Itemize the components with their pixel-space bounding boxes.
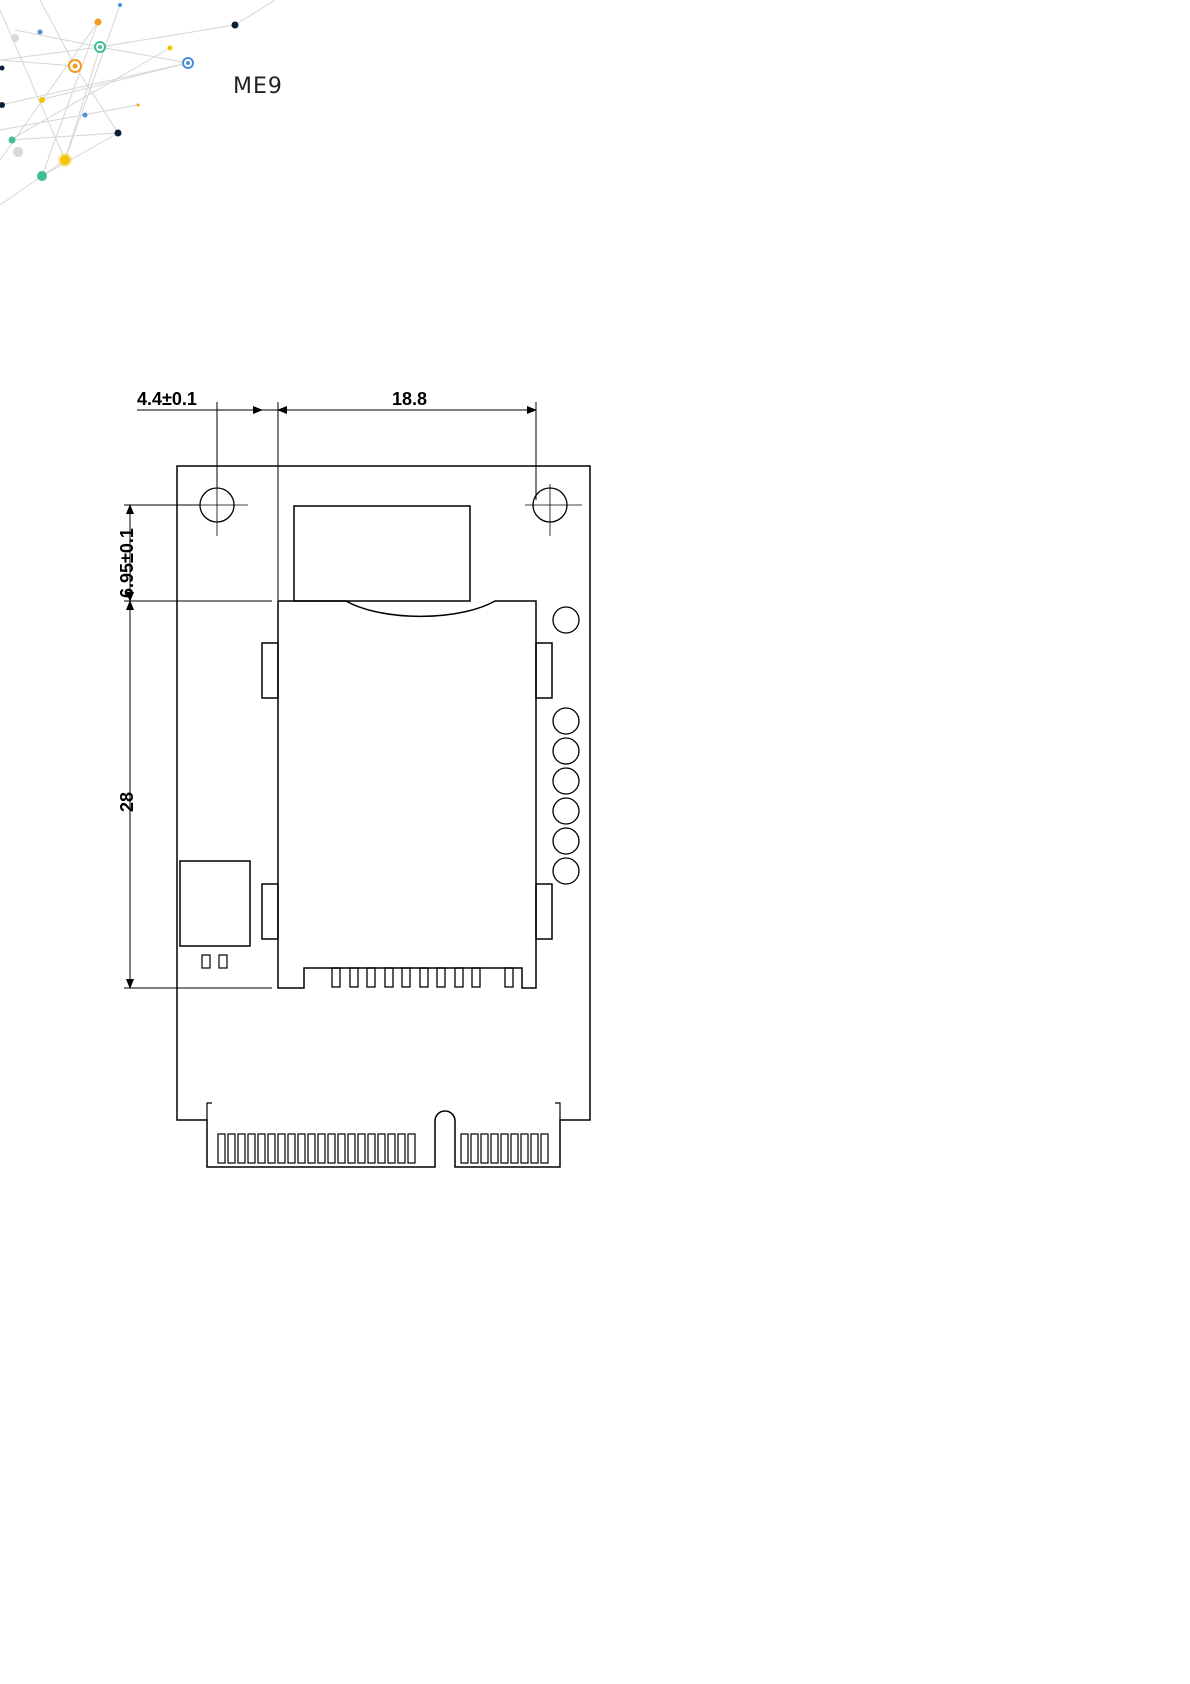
dim-hole-offset: 4.4±0.1 xyxy=(137,389,197,409)
card-socket xyxy=(262,601,552,988)
socket-pins xyxy=(332,968,513,987)
dim-hole-spacing: 18.8 xyxy=(392,389,427,409)
component-block xyxy=(180,861,250,946)
board-outline xyxy=(177,466,590,1167)
dim-hole-to-socket: 6.95±0.1 xyxy=(117,528,137,598)
mounting-hole-left xyxy=(193,484,248,536)
mounting-hole-right xyxy=(525,484,582,536)
dim-socket-length: 28 xyxy=(117,792,137,812)
test-pads xyxy=(553,607,579,884)
card-slot-top xyxy=(294,506,470,601)
small-component-1 xyxy=(202,955,210,968)
edge-connector-outline xyxy=(207,1103,560,1120)
small-component-2 xyxy=(219,955,227,968)
edge-connector-pins xyxy=(218,1134,548,1163)
